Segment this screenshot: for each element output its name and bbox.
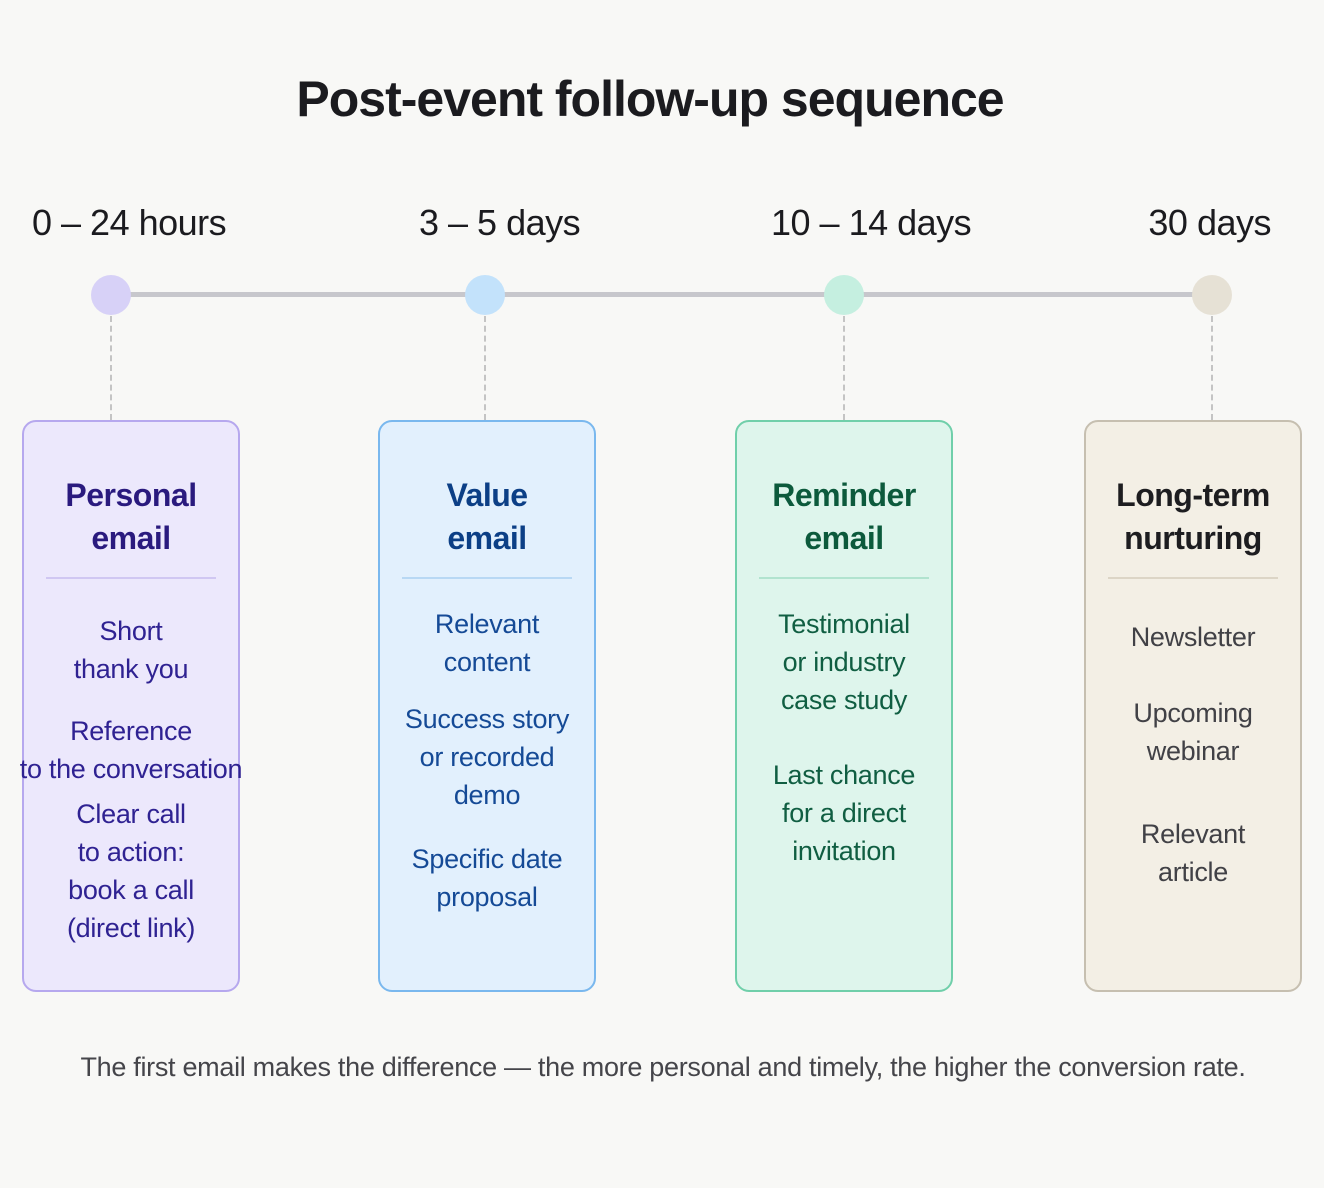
stage-period: 10 – 14 days	[771, 202, 972, 243]
card-divider	[759, 577, 929, 579]
card-divider	[1108, 577, 1278, 579]
stage-period: 30 days	[1148, 202, 1271, 243]
timeline-dot	[824, 275, 864, 315]
timeline-dot	[91, 275, 131, 315]
timeline-dot	[465, 275, 505, 315]
footer-note: The first email makes the difference — t…	[80, 1052, 1246, 1082]
card-item: Newsletter	[1130, 622, 1256, 652]
card-divider	[402, 577, 572, 579]
stage-period: 0 – 24 hours	[32, 202, 227, 243]
diagram-title: Post-event follow-up sequence	[296, 71, 1004, 127]
dashed-connector	[484, 316, 486, 420]
timeline-line	[111, 292, 1212, 297]
dashed-connector	[1211, 316, 1213, 420]
dashed-connector	[110, 316, 112, 420]
dashed-connector	[843, 316, 845, 420]
stage-period: 3 – 5 days	[419, 202, 581, 243]
card-divider	[46, 577, 216, 579]
timeline-dot	[1192, 275, 1232, 315]
